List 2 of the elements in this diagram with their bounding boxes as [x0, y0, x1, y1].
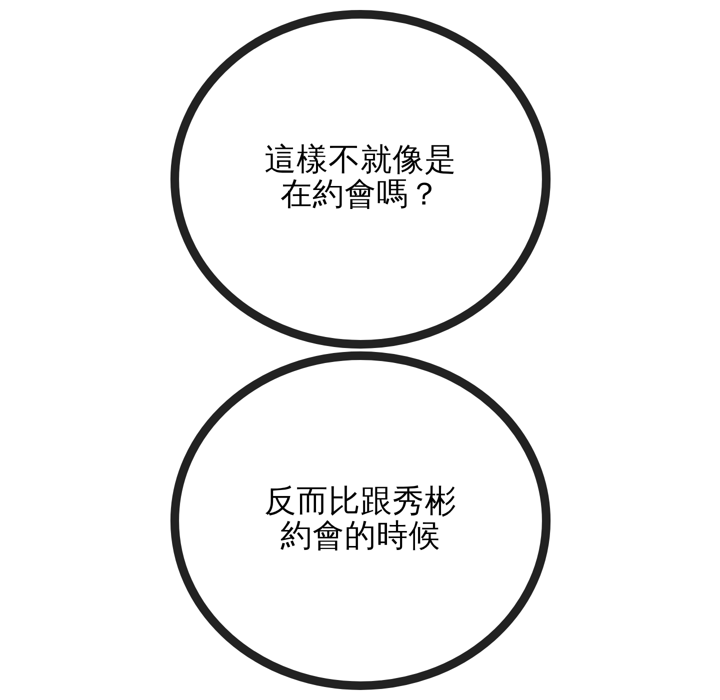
node-ellipse: 反而比跟秀彬約會的時候 [170, 351, 550, 690]
node-ellipse: 這樣不就像是在約會嗎？ [170, 10, 550, 349]
